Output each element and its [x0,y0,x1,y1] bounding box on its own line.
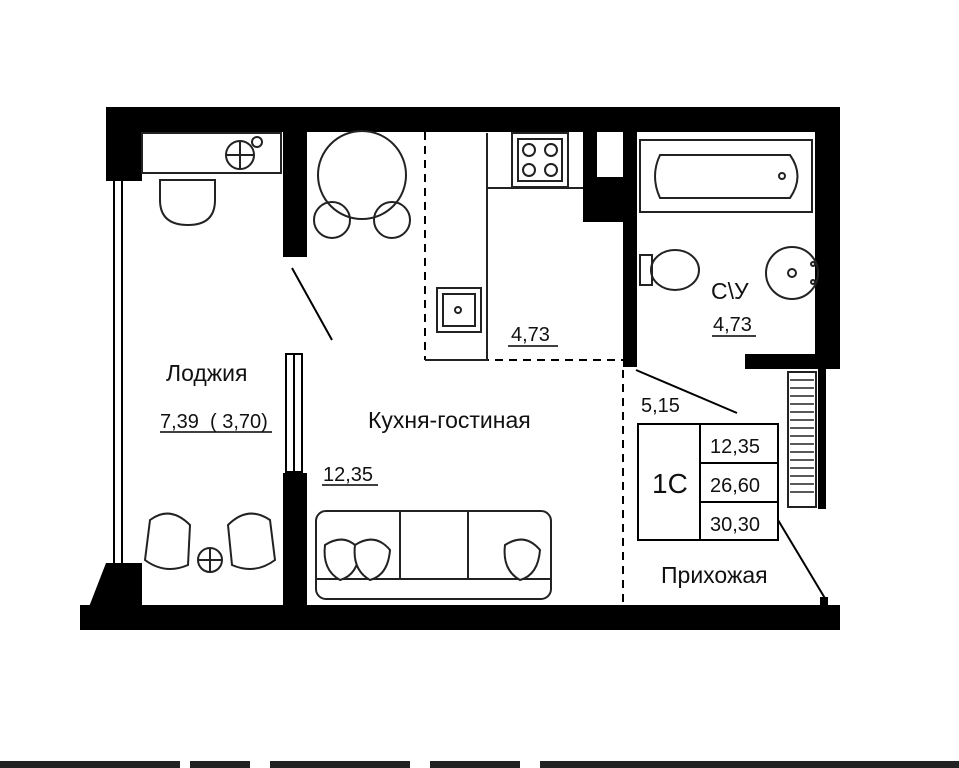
dining-table [313,130,411,239]
top-wall [106,107,840,132]
bath-wall-left [583,107,597,177]
bath-wall-vertical [623,132,637,367]
entry-door-post [820,597,828,607]
loggia-window [113,181,123,563]
living-name: Кухня-гостиная [368,407,531,433]
right-wall-lower [818,369,826,509]
right-wall-upper [815,107,840,367]
sofa [315,510,552,600]
summary-value-1: 12,35 [710,436,760,458]
toilet [639,249,700,291]
kitchen-counter [425,133,583,361]
loggia-chairs [143,512,277,573]
walls [80,107,840,630]
partition-loggia-top [283,107,307,257]
chair-loggia-top [159,179,216,227]
bath-sink [765,246,819,300]
balcony-door [285,353,303,473]
door-swing-line [291,267,333,341]
partition-loggia-bottom [283,473,307,630]
bottom-strip [0,758,959,768]
bathroom-area: 4,73 [713,314,752,336]
bath-door-swing [635,369,738,414]
stove [511,132,569,188]
entry-door-swing [777,519,827,601]
summary-box [637,423,779,541]
bathtub [639,139,813,213]
label-underlines [160,335,756,486]
summary-value-3: 30,30 [710,514,760,536]
kitchen-sink [436,287,482,333]
summary-value-2: 26,60 [710,475,760,497]
bath-wall-block [583,177,628,222]
loggia-name: Лоджия [166,360,248,386]
hallway-name: Прихожая [661,562,768,588]
bath-wall-bottom [745,354,840,369]
loggia-area: 7,39 ( 3,70) [160,411,268,433]
left-wall [106,107,142,181]
washing-machine [141,132,282,174]
bathroom-name: С\У [711,278,749,304]
living-area: 12,35 [323,464,373,486]
apartment-type: 1С [652,468,688,499]
kitchen-area: 4,73 [511,324,550,346]
hallway-area: 5,15 [641,395,680,417]
wardrobe [787,371,817,508]
bottom-wall [80,605,840,630]
